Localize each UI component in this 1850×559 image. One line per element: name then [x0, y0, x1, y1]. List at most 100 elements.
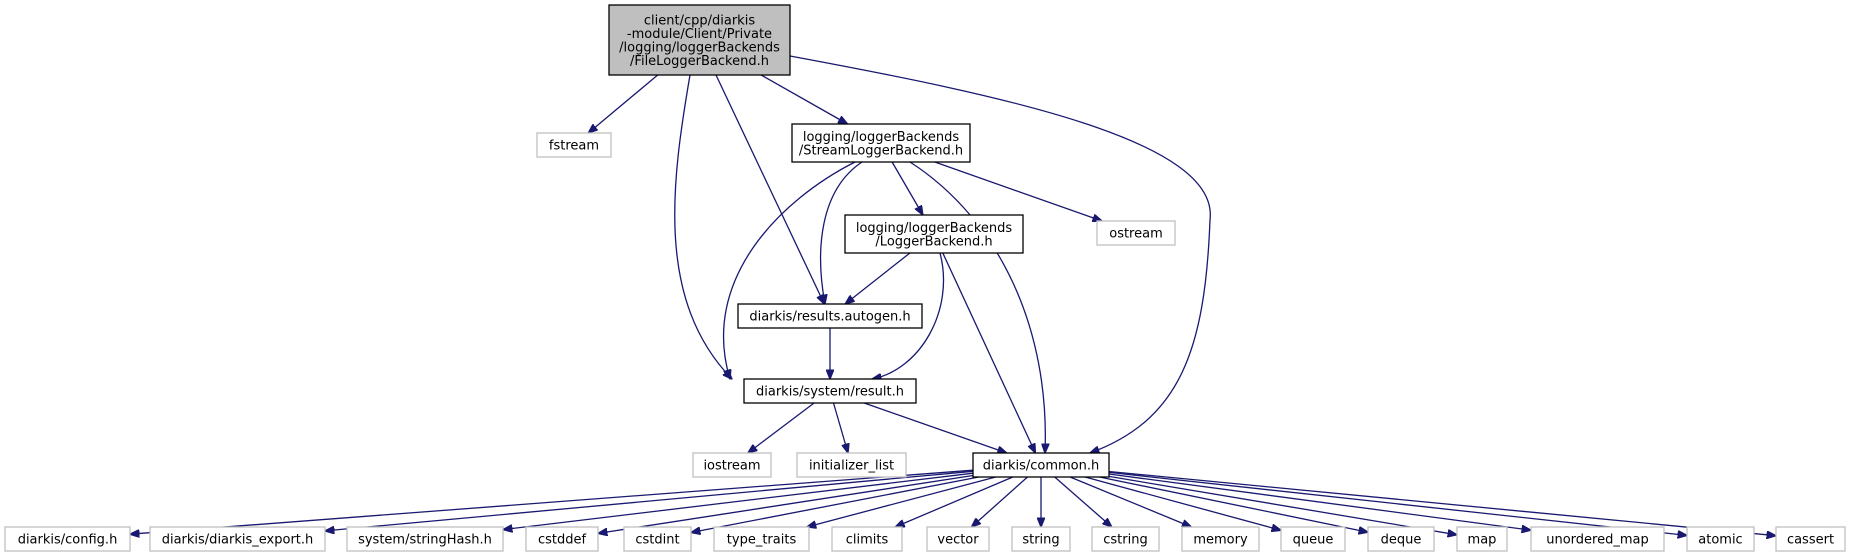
nodes-layer: client/cpp/diarkis-module/Client/Private…: [4, 4, 1846, 552]
edge-line: [895, 476, 1014, 527]
edge-line: [863, 402, 1007, 453]
node-box: [1096, 220, 1176, 246]
node-stringhash: system/stringHash.h: [346, 526, 504, 552]
node-box: [926, 526, 990, 552]
edge-line: [1084, 476, 1281, 530]
node-result[interactable]: diarkis/system/result.h: [743, 378, 917, 404]
node-cstdint: cstdint: [623, 526, 692, 552]
node-box: [972, 452, 1110, 478]
node-queue: queue: [1280, 526, 1346, 552]
edge-common-to-climits: [895, 476, 1014, 527]
edge-line: [598, 474, 974, 534]
node-results[interactable]: diarkis/results.autogen.h: [737, 303, 923, 329]
node-box: [1011, 526, 1071, 552]
edge-root-to-common: [789, 55, 1211, 453]
edge-stream-to-logger: [891, 161, 923, 215]
edge-line: [588, 74, 659, 133]
edge-line: [821, 161, 863, 304]
edge-result-to-common: [863, 402, 1007, 453]
edge-line: [1108, 473, 1531, 530]
node-label-line: -module/Client/Private: [627, 27, 772, 42]
edge-logger-to-common: [942, 252, 1036, 453]
edge-line: [691, 476, 979, 533]
node-root[interactable]: client/cpp/diarkis-module/Client/Private…: [608, 4, 791, 76]
edge-line: [872, 252, 945, 379]
edge-line: [760, 74, 847, 124]
edge-common-to-unorderedmap: [1108, 473, 1531, 530]
edge-common-to-cassert: [1108, 470, 1776, 536]
node-label-line: diarkis/system/result.h: [756, 385, 904, 400]
node-typetraits: type_traits: [713, 526, 810, 552]
edge-line: [715, 74, 824, 304]
edge-stream-to-results: [821, 161, 863, 304]
edge-root-to-result: [674, 74, 732, 379]
node-label-line: client/cpp/diarkis: [644, 13, 755, 28]
edge-stream-to-result: [722, 161, 856, 379]
edge-root-to-stream: [760, 74, 847, 124]
node-label-line: diarkis/config.h: [18, 533, 118, 548]
edge-line: [674, 74, 732, 379]
node-logger[interactable]: logging/loggerBackends/LoggerBackend.h: [844, 214, 1024, 254]
edge-result-to-iostream: [748, 402, 815, 453]
node-label-line: diarkis/common.h: [983, 459, 1099, 474]
node-common[interactable]: diarkis/common.h: [972, 452, 1110, 478]
edge-line: [832, 402, 849, 453]
edge-common-to-queue: [1084, 476, 1281, 530]
node-box: [1367, 526, 1435, 552]
node-cstring: cstring: [1091, 526, 1160, 552]
edge-line: [748, 402, 815, 453]
edge-line: [1099, 476, 1368, 532]
node-ostream: ostream: [1096, 220, 1176, 246]
edge-line: [722, 161, 856, 379]
edge-common-to-typetraits: [807, 476, 996, 527]
node-label-line: unordered_map: [1546, 533, 1649, 548]
node-atomic: atomic: [1686, 526, 1755, 552]
node-box: [844, 214, 1024, 254]
node-map: map: [1456, 526, 1508, 552]
node-label-line: ostream: [1109, 227, 1163, 242]
edge-common-to-atomic: [1108, 471, 1687, 535]
node-label-line: logging/loggerBackends: [803, 130, 960, 145]
node-box: [831, 526, 903, 552]
node-deque: deque: [1367, 526, 1435, 552]
edge-line: [1108, 470, 1776, 536]
node-label-line: memory: [1193, 533, 1248, 548]
node-box: [743, 378, 917, 404]
node-label-line: diarkis/results.autogen.h: [749, 310, 910, 325]
node-box: [1181, 526, 1260, 552]
edge-common-to-vector: [972, 476, 1028, 527]
node-label-line: /LoggerBackend.h: [875, 234, 992, 249]
node-vector: vector: [926, 526, 990, 552]
edge-line: [934, 161, 1102, 221]
node-string: string: [1011, 526, 1071, 552]
node-box: [692, 452, 772, 478]
edge-common-to-cstdint: [691, 476, 979, 533]
node-stream[interactable]: logging/loggerBackends/StreamLoggerBacke…: [791, 123, 971, 163]
node-cassert: cassert: [1775, 526, 1846, 552]
edge-common-to-cstring: [1054, 476, 1112, 527]
node-export: diarkis/diarkis_export.h: [149, 526, 326, 552]
edge-logger-to-result: [872, 252, 945, 379]
edge-line: [807, 476, 996, 527]
node-box: [791, 123, 971, 163]
node-box: [1091, 526, 1160, 552]
node-initlist: initializer_list: [796, 452, 907, 478]
node-box: [536, 132, 612, 158]
edge-stream-to-common: [909, 161, 1045, 453]
node-label-line: /logging/loggerBackends: [619, 40, 780, 55]
edge-line: [1108, 471, 1687, 535]
edge-line: [845, 252, 911, 304]
node-label-line: fstream: [549, 139, 599, 154]
edge-line: [1108, 475, 1457, 534]
node-label-line: climits: [846, 533, 889, 548]
edges-layer: [130, 55, 1776, 536]
node-label-line: /FileLoggerBackend.h: [630, 54, 769, 69]
edge-line: [909, 161, 1045, 453]
edge-common-to-memory: [1069, 476, 1191, 527]
node-label-line: diarkis/diarkis_export.h: [162, 533, 314, 548]
edge-line: [1054, 476, 1112, 527]
edge-logger-to-results: [845, 252, 911, 304]
edge-line: [325, 470, 974, 531]
node-label-line: cstring: [1103, 533, 1147, 548]
node-box: [737, 303, 923, 329]
